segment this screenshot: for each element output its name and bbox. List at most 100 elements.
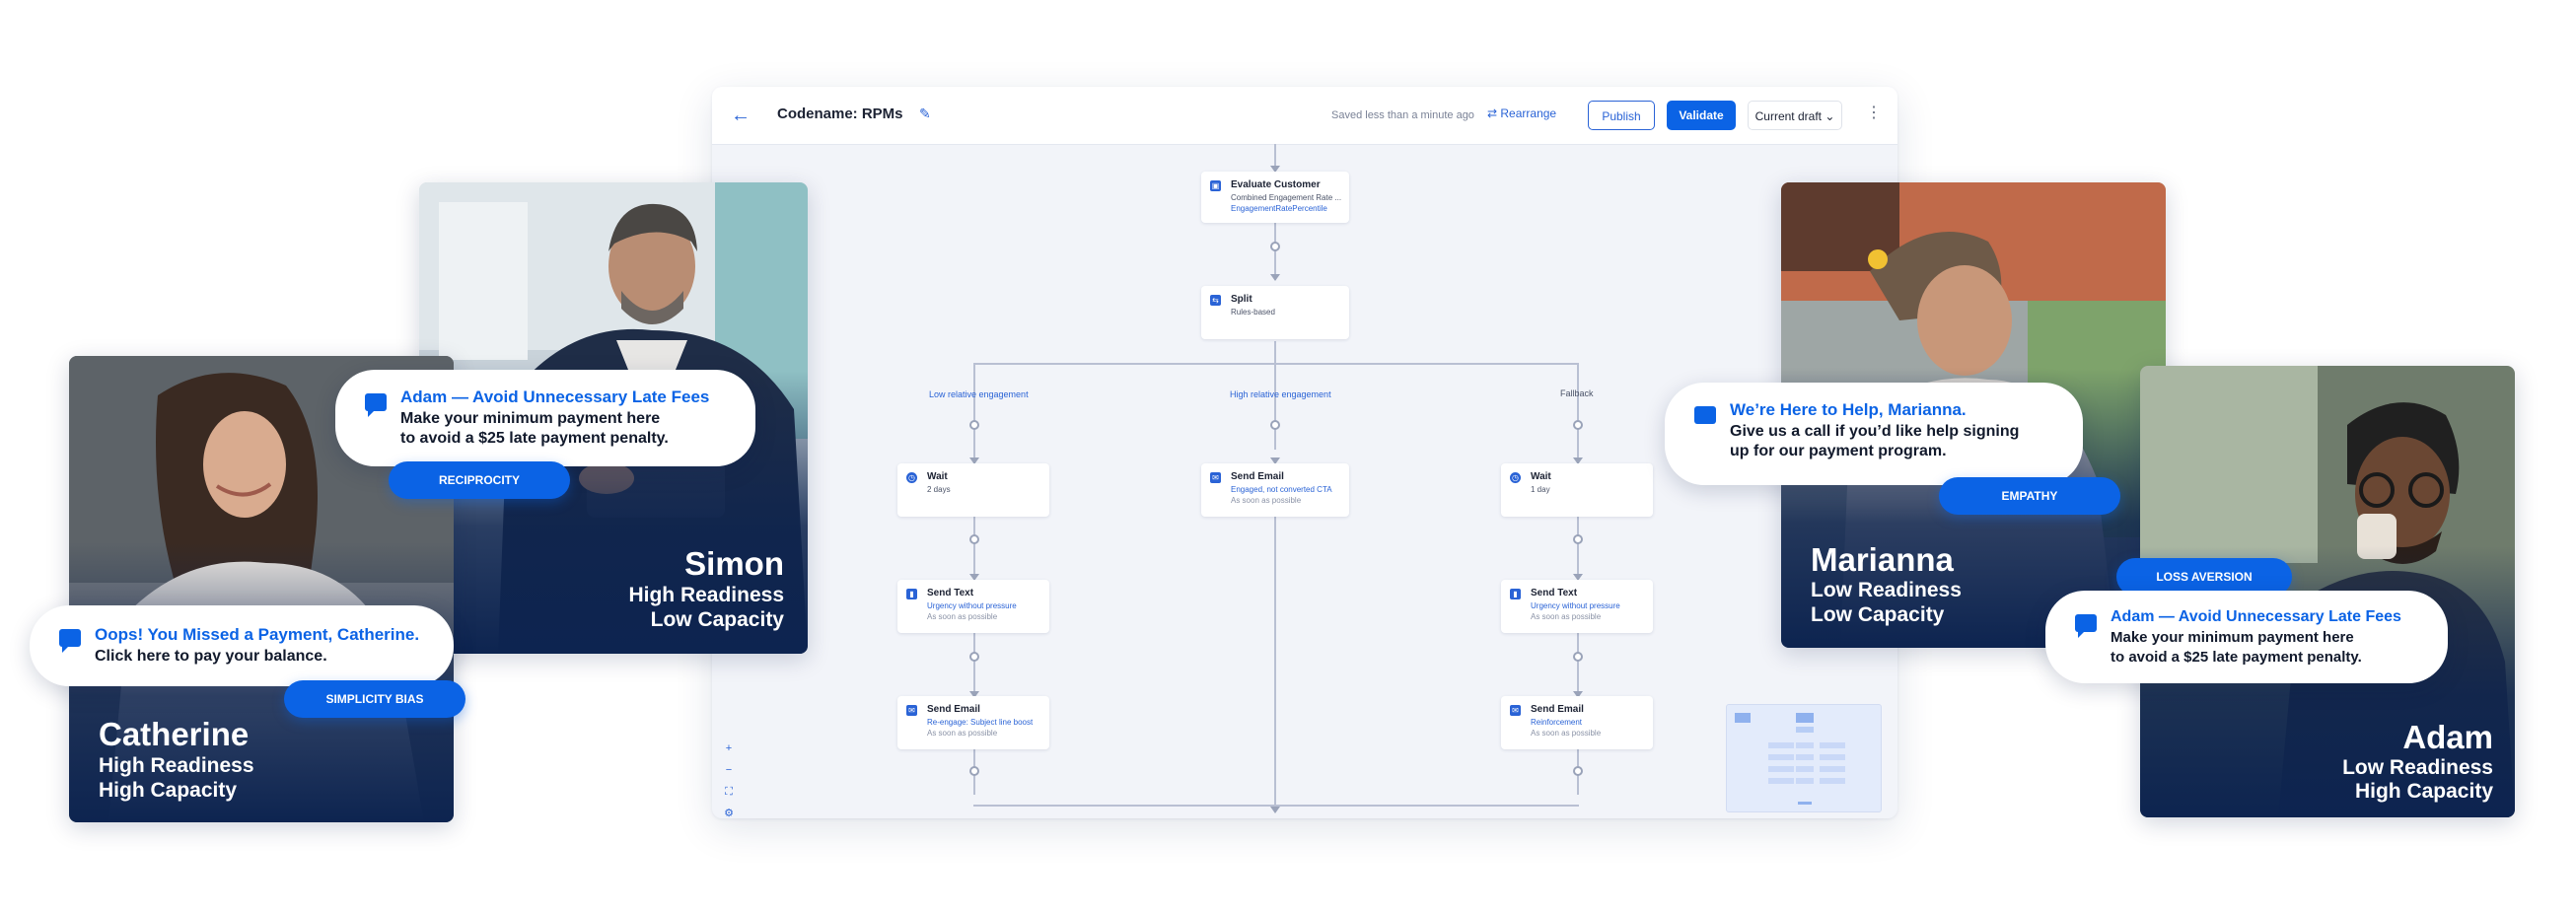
message-line-2: up for our payment program.: [1730, 443, 1947, 459]
connector: [1577, 515, 1579, 582]
send-email-node[interactable]: ✉ Send Email Re-engage: Subject line boo…: [897, 696, 1049, 749]
zoom-in-icon[interactable]: +: [725, 742, 733, 754]
persona-name: Marianna: [1811, 541, 1954, 578]
add-step-dot[interactable]: [1573, 652, 1583, 662]
connector: [1577, 631, 1579, 698]
save-status: Saved less than a minute ago: [1331, 109, 1474, 121]
chat-bubble-icon: [59, 629, 81, 653]
connector: [1274, 144, 1276, 172]
add-step-dot[interactable]: [1573, 534, 1583, 544]
minimap-preview: [1735, 713, 1845, 805]
arrow-down-icon: [1573, 691, 1583, 698]
persona-name: Simon: [684, 545, 784, 582]
node-timing: As soon as possible: [927, 612, 998, 621]
message-line-1: Click here to pay your balance.: [95, 648, 327, 665]
add-step-dot[interactable]: [1270, 420, 1280, 430]
send-email-node[interactable]: ✉ Send Email Engaged, not converted CTA …: [1201, 463, 1349, 517]
add-step-dot[interactable]: [969, 652, 979, 662]
publish-button[interactable]: Publish: [1588, 101, 1655, 130]
chat-bubble-icon: [2075, 614, 2097, 638]
rearrange-label: Rearrange: [1500, 106, 1557, 120]
add-step-dot[interactable]: [1573, 766, 1583, 776]
node-attribute: EngagementRatePercentile: [1231, 204, 1327, 213]
chevron-down-icon: ⌄: [1821, 109, 1835, 123]
kebab-menu-icon[interactable]: ⋮: [1866, 105, 1882, 121]
envelope-icon: ✉: [906, 705, 917, 716]
branch-label-middle: High relative engagement: [1230, 389, 1331, 399]
pencil-icon[interactable]: ✎: [919, 106, 931, 121]
clock-icon: ◷: [1510, 472, 1521, 483]
settings-icon[interactable]: ⚙: [724, 808, 734, 818]
node-template: Reinforcement: [1531, 718, 1583, 727]
persona-readiness: Low Readiness: [2342, 756, 2493, 779]
persona-capacity: Low Capacity: [650, 608, 784, 631]
node-detail: Combined Engagement Rate ...: [1231, 193, 1342, 202]
node-detail: Rules-based: [1231, 308, 1275, 317]
message-line-2: to avoid a $25 late payment penalty.: [2111, 649, 2362, 666]
node-template: Urgency without pressure: [1531, 601, 1620, 610]
arrow-down-icon: [969, 691, 979, 698]
connector: [973, 363, 975, 465]
persona-name: Catherine: [99, 716, 250, 752]
send-text-node[interactable]: ▮ Send Text Urgency without pressure As …: [897, 580, 1049, 633]
evaluate-icon: ▣: [1210, 180, 1221, 191]
message-line-1: Make your minimum payment here: [2111, 629, 2354, 646]
tag-reciprocity[interactable]: RECIPROCITY: [389, 461, 570, 499]
node-detail: 1 day: [1531, 485, 1550, 494]
persona-capacity: High Capacity: [2354, 780, 2493, 803]
zoom-out-icon[interactable]: −: [725, 764, 733, 776]
node-title: Send Text: [1531, 588, 1578, 598]
journey-title: Codename: RPMs: [777, 106, 903, 122]
persona-capacity: Low Capacity: [1811, 603, 1945, 626]
tag-empathy[interactable]: EMPATHY: [1939, 477, 2120, 515]
message-title: Adam — Avoid Unnecessary Late Fees: [2111, 608, 2401, 625]
add-step-dot[interactable]: [969, 534, 979, 544]
add-step-dot[interactable]: [969, 420, 979, 430]
message-bubble-catherine[interactable]: Oops! You Missed a Payment, Catherine. C…: [30, 605, 454, 686]
fit-view-icon[interactable]: ⛶: [725, 786, 733, 798]
envelope-icon: ✉: [1210, 472, 1221, 483]
message-bubble-marianna[interactable]: We’re Here to Help, Marianna. Give us a …: [1665, 383, 2083, 485]
node-template: Engaged, not converted CTA: [1231, 485, 1332, 494]
chat-bubble-icon: [365, 393, 387, 417]
validate-button[interactable]: Validate: [1667, 101, 1736, 130]
tag-loss-aversion[interactable]: LOSS AVERSION: [2116, 558, 2292, 596]
add-step-dot[interactable]: [969, 766, 979, 776]
editor-toolbar: ← Codename: RPMs ✎ Saved less than a min…: [712, 87, 1897, 145]
arrow-down-icon: [969, 574, 979, 581]
node-title: Evaluate Customer: [1231, 179, 1321, 190]
message-title: Oops! You Missed a Payment, Catherine.: [95, 625, 420, 644]
node-title: Send Email: [1531, 704, 1584, 715]
split-icon: ⇆: [1210, 295, 1221, 306]
message-bubble-simon[interactable]: Adam — Avoid Unnecessary Late Fees Make …: [335, 370, 755, 466]
send-email-node[interactable]: ✉ Send Email Reinforcement As soon as po…: [1501, 696, 1653, 749]
node-timing: As soon as possible: [1531, 612, 1602, 621]
tag-simplicity-bias[interactable]: SIMPLICITY BIAS: [284, 680, 465, 718]
connector: [1274, 515, 1276, 810]
node-detail: 2 days: [927, 485, 951, 494]
arrow-down-icon: [1270, 274, 1280, 281]
wait-node[interactable]: ◷ Wait 1 day: [1501, 463, 1653, 517]
branch-connector: [973, 363, 1579, 365]
evaluate-customer-node[interactable]: ▣ Evaluate Customer Combined Engagement …: [1201, 172, 1349, 223]
connector: [973, 631, 975, 698]
arrow-left-icon[interactable]: ←: [731, 105, 751, 126]
split-node[interactable]: ⇆ Split Rules-based: [1201, 286, 1349, 339]
node-title: Wait: [1531, 471, 1551, 482]
add-step-dot[interactable]: [1573, 420, 1583, 430]
draft-select[interactable]: Current draft ⌄: [1748, 101, 1842, 130]
node-title: Split: [1231, 294, 1252, 305]
rearrange-icon: ⇄: [1487, 106, 1501, 120]
minimap[interactable]: [1726, 704, 1882, 812]
rearrange-button[interactable]: ⇄ Rearrange: [1487, 106, 1556, 120]
message-line-1: Give us a call if you’d like help signin…: [1730, 423, 2020, 440]
message-title: We’re Here to Help, Marianna.: [1730, 400, 1967, 419]
node-timing: As soon as possible: [927, 729, 998, 738]
add-step-dot[interactable]: [1270, 242, 1280, 251]
message-bubble-adam[interactable]: Adam — Avoid Unnecessary Late Fees Make …: [2045, 591, 2448, 683]
send-text-node[interactable]: ▮ Send Text Urgency without pressure As …: [1501, 580, 1653, 633]
wait-node[interactable]: ◷ Wait 2 days: [897, 463, 1049, 517]
arrow-down-icon: [969, 458, 979, 464]
message-line-2: to avoid a $25 late payment penalty.: [400, 430, 669, 447]
arrow-down-icon: [1270, 458, 1280, 464]
